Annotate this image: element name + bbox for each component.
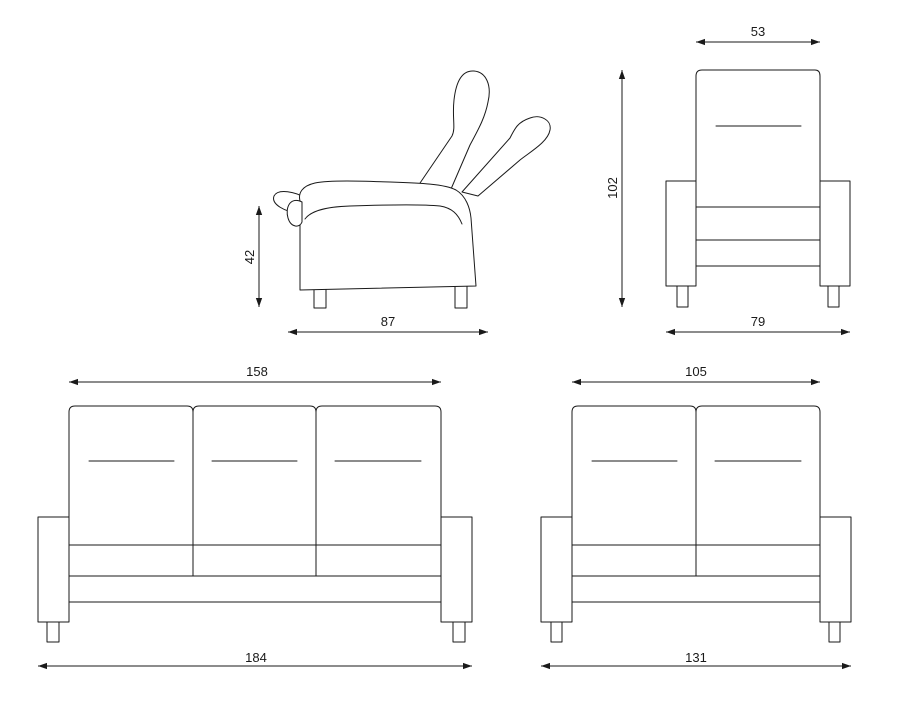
sofa2-arm-left bbox=[540, 516, 573, 623]
sofa3-back-cushion-1 bbox=[68, 405, 194, 546]
dim-label-sofa2-total-width: 131 bbox=[685, 650, 707, 665]
sofa-2-seat bbox=[540, 405, 852, 643]
sofa3-arm-right bbox=[440, 516, 473, 623]
sofa3-back-cushion-2 bbox=[192, 405, 317, 546]
dim-label-sofa3-total-width: 184 bbox=[245, 650, 267, 665]
sofa2-back-cushion-1 bbox=[571, 405, 697, 546]
sofa3-leg-right bbox=[452, 620, 466, 643]
chair-front-arm-right bbox=[819, 180, 851, 287]
dim-label-sofa2-back-width: 105 bbox=[685, 364, 707, 379]
sofa2-leg-left bbox=[550, 620, 563, 643]
chair-front-leg-right bbox=[827, 284, 840, 308]
sofa3-seat-cushion-1 bbox=[68, 544, 194, 577]
sofa-3-seat bbox=[37, 405, 473, 643]
sofa2-seat-base bbox=[571, 575, 821, 603]
dimension-lines: 87 42 53 102 79 158 184 105 131 bbox=[38, 24, 851, 670]
sofa2-seat-cushion-1 bbox=[571, 544, 697, 577]
chair-side-front-roll bbox=[286, 200, 303, 227]
dim-label-chair-depth: 87 bbox=[381, 314, 395, 329]
sofa3-seat-base bbox=[68, 575, 442, 603]
dim-label-chair-seat-height: 42 bbox=[242, 250, 257, 264]
sofa2-seat-cushion-2 bbox=[695, 544, 821, 577]
chair-front-backrest bbox=[695, 69, 821, 241]
sofa3-seat-cushion-2 bbox=[192, 544, 317, 577]
sofa3-back-cushion-3 bbox=[315, 405, 442, 546]
chair-side-backrest-reclined bbox=[461, 116, 551, 197]
chair-front-seat-cushion bbox=[695, 206, 821, 241]
dim-label-sofa3-back-width: 158 bbox=[246, 364, 268, 379]
chair-side-arm-pad bbox=[304, 204, 463, 225]
chair-side-view bbox=[273, 70, 551, 309]
chair-side-leg-back bbox=[454, 285, 468, 309]
chair-front-leg-left bbox=[676, 284, 689, 308]
sofa2-leg-right bbox=[828, 620, 841, 643]
dim-label-chair-height: 102 bbox=[605, 177, 620, 199]
chair-side-backrest-upright bbox=[417, 70, 490, 197]
sofa2-back-cushion-2 bbox=[695, 405, 821, 546]
chair-front-arm-left bbox=[665, 180, 697, 287]
sofa3-leg-left bbox=[46, 620, 60, 643]
sofa3-arm-left bbox=[37, 516, 70, 623]
chair-front-seat-base bbox=[695, 239, 821, 267]
dim-label-chair-back-width: 53 bbox=[751, 24, 765, 39]
dim-label-chair-width: 79 bbox=[751, 314, 765, 329]
sofa2-arm-right bbox=[819, 516, 852, 623]
chair-front-view bbox=[665, 69, 851, 308]
chair-side-body bbox=[299, 180, 477, 291]
sofa3-seat-cushion-3 bbox=[315, 544, 442, 577]
